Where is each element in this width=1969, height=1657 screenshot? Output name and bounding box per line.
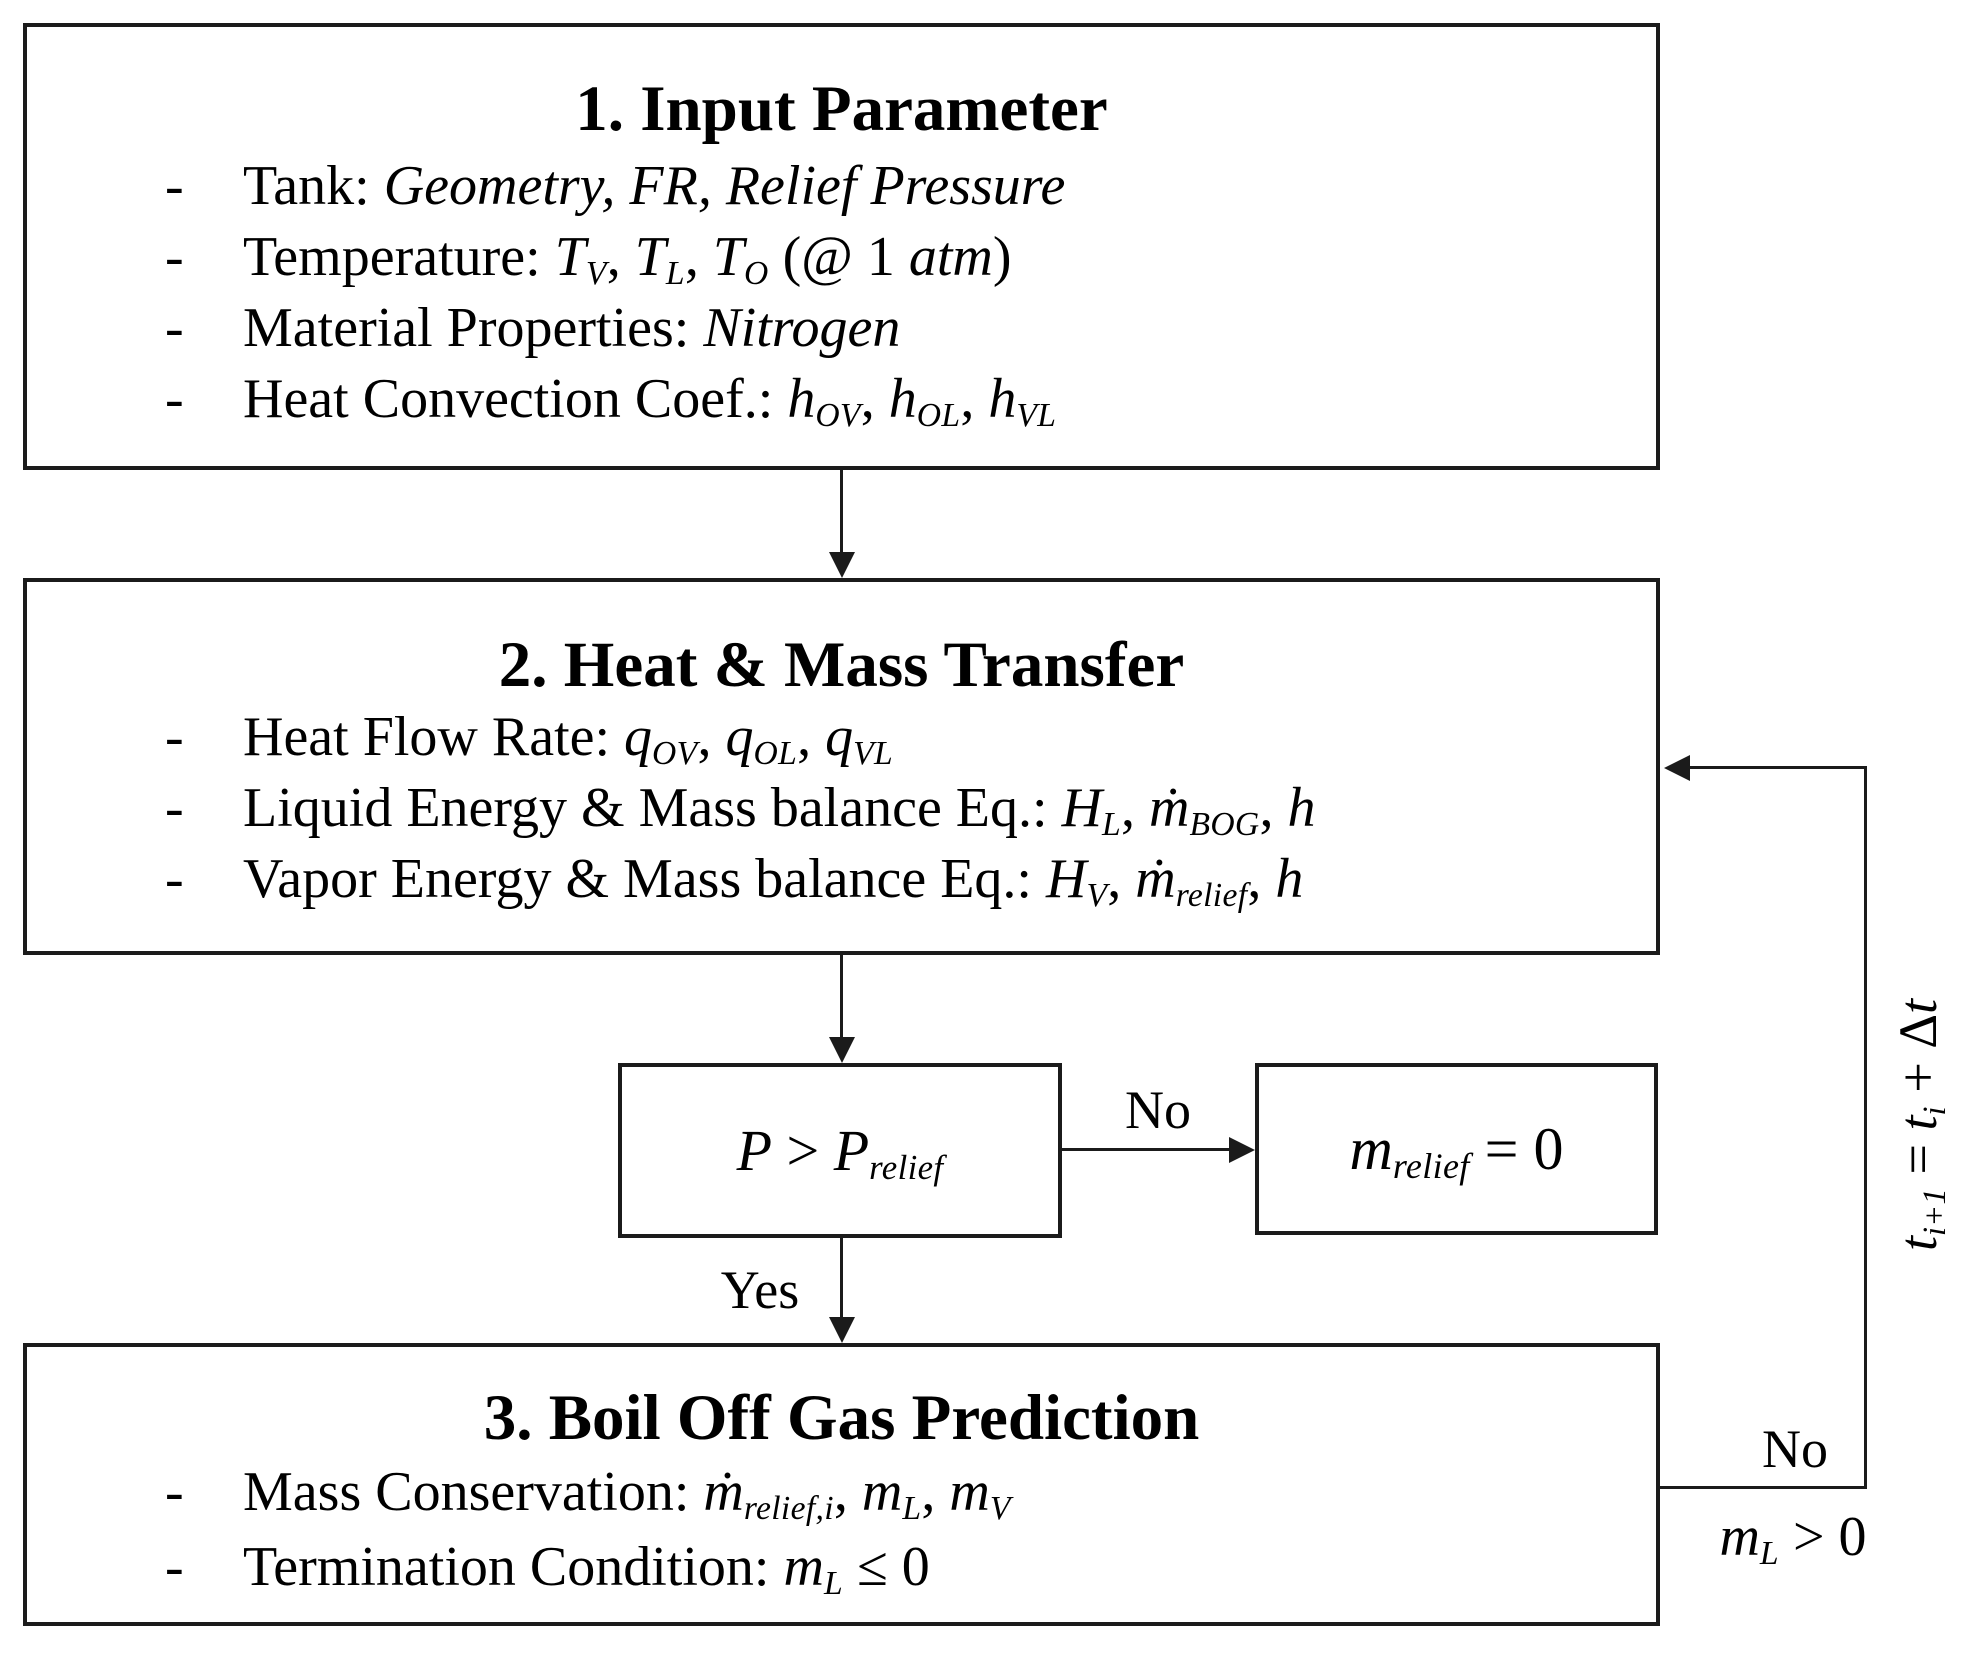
bullet-dash: -	[165, 848, 184, 910]
bullet-item: - Termination Condition: mL ≤ 0	[27, 1530, 1656, 1605]
bullet-dash: -	[165, 297, 184, 359]
bullet-text: Vapor Energy & Mass balance Eq.: HV, ṁre…	[243, 848, 1304, 915]
arrowhead-decision-to-relief	[1229, 1137, 1255, 1163]
input-parameter-bullets: - Tank: Geometry, FR, Relief Pressure - …	[27, 151, 1656, 435]
loop-line-vertical	[1864, 766, 1867, 1489]
label-time-update: ti+1 = ti + Δt	[1888, 998, 1953, 1252]
bullet-dash: -	[165, 1461, 184, 1523]
arrowhead-box1-to-box2	[829, 552, 855, 578]
bog-prediction-box: 3. Boil Off Gas Prediction - Mass Conser…	[23, 1343, 1660, 1626]
bullet-dash: -	[165, 777, 184, 839]
arrow-line-decision-to-relief	[1062, 1148, 1237, 1151]
arrow-line-box1-to-box2	[840, 470, 843, 556]
bullet-dash: -	[165, 368, 184, 430]
bullet-item: - Temperature: TV, TL, TO (@ 1 atm)	[27, 222, 1656, 293]
bullet-item: - Vapor Energy & Mass balance Eq.: HV, ṁ…	[27, 844, 1656, 915]
bullet-item: - Heat Flow Rate: qOV, qOL, qVL	[27, 702, 1656, 773]
heat-mass-transfer-bullets: - Heat Flow Rate: qOV, qOL, qVL - Liquid…	[27, 702, 1656, 915]
pressure-decision-box: P > Prelief	[618, 1063, 1062, 1238]
bullet-text: Temperature: TV, TL, TO (@ 1 atm)	[243, 226, 1012, 293]
bog-prediction-bullets: - Mass Conservation: ṁrelief,i, mL, mV -…	[27, 1455, 1656, 1605]
bullet-text: Liquid Energy & Mass balance Eq.: HL, ṁB…	[243, 777, 1316, 844]
heat-mass-transfer-title: 2. Heat & Mass Transfer	[498, 629, 1185, 701]
relief-zero-text: mrelief = 0	[1349, 1115, 1564, 1187]
bullet-text: Heat Convection Coef.: hOV, hOL, hVL	[243, 368, 1057, 435]
bullet-text: Heat Flow Rate: qOV, qOL, qVL	[243, 706, 893, 773]
bullet-dash: -	[165, 706, 184, 768]
arrowhead-loop-to-box2	[1664, 755, 1690, 781]
arrow-line-decision-to-box3	[840, 1238, 843, 1321]
bullet-dash: -	[165, 226, 184, 288]
bullet-dash: -	[165, 1536, 184, 1598]
bog-prediction-title: 3. Boil Off Gas Prediction	[483, 1382, 1200, 1454]
bullet-item: - Mass Conservation: ṁrelief,i, mL, mV	[27, 1455, 1656, 1530]
bullet-item: - Material Properties: Nitrogen	[27, 293, 1656, 364]
arrowhead-box2-to-decision	[829, 1037, 855, 1063]
bullet-dash: -	[165, 155, 184, 217]
pressure-condition-text: P > Prelief	[736, 1118, 944, 1188]
bullet-text: Termination Condition: mL ≤ 0	[243, 1536, 930, 1603]
bullet-item: - Liquid Energy & Mass balance Eq.: HL, …	[27, 773, 1656, 844]
heat-mass-transfer-box: 2. Heat & Mass Transfer - Heat Flow Rate…	[23, 578, 1660, 955]
relief-zero-box: mrelief = 0	[1255, 1063, 1658, 1235]
label-ml-condition: mL > 0	[1719, 1506, 1867, 1573]
label-yes-decision: Yes	[720, 1260, 800, 1320]
label-no-loop: No	[1762, 1419, 1828, 1479]
input-parameter-box: 1. Input Parameter - Tank: Geometry, FR,…	[23, 23, 1660, 470]
bullet-item: - Heat Convection Coef.: hOV, hOL, hVL	[27, 364, 1656, 435]
loop-line-top	[1688, 766, 1866, 769]
input-parameter-title: 1. Input Parameter	[575, 73, 1108, 145]
bullet-text: Material Properties: Nitrogen	[243, 297, 901, 359]
arrowhead-decision-to-box3	[829, 1317, 855, 1343]
bullet-item: - Tank: Geometry, FR, Relief Pressure	[27, 151, 1656, 222]
bullet-text: Tank: Geometry, FR, Relief Pressure	[243, 155, 1066, 217]
bullet-text: Mass Conservation: ṁrelief,i, mL, mV	[243, 1461, 1011, 1528]
arrow-line-box2-to-decision	[840, 955, 843, 1041]
loop-line-bottom	[1660, 1486, 1867, 1489]
label-no-decision: No	[1125, 1080, 1191, 1140]
